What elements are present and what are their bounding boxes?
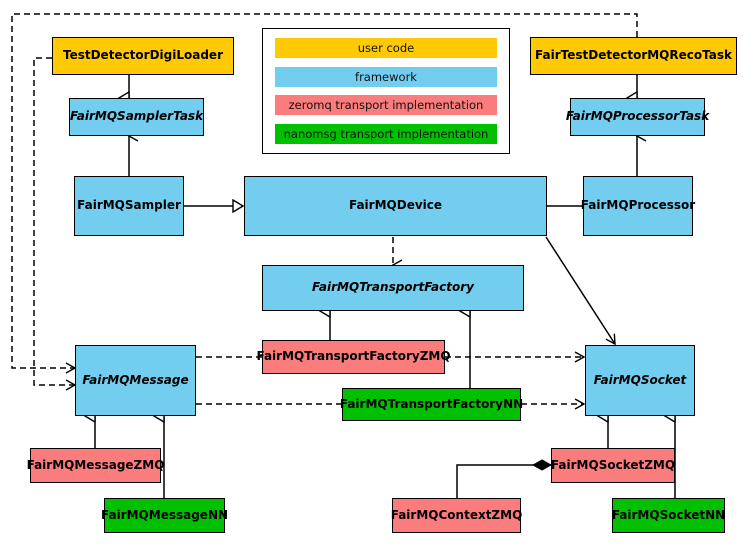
node-test-detector-digi-loader[interactable]: TestDetectorDigiLoader: [52, 37, 234, 75]
node-fairmq-sampler-task[interactable]: FairMQSamplerTask: [69, 98, 204, 136]
node-fairmq-sampler[interactable]: FairMQSampler: [74, 176, 184, 236]
legend-item-user-code: user code: [275, 37, 497, 58]
node-fairmq-context-zmq[interactable]: FairMQContextZMQ: [391, 498, 522, 533]
node-fairmq-processor[interactable]: FairMQProcessor: [581, 176, 695, 236]
node-fairmq-message-nn[interactable]: FairMQMessageNN: [101, 498, 228, 533]
node-fairmq-message[interactable]: FairMQMessage: [75, 345, 196, 416]
node-fairmq-socket-nn[interactable]: FairMQSocketNN: [612, 498, 725, 533]
legend-label-nanomsg: nanomsg transport implementation: [283, 127, 489, 142]
node-fairmq-message-zmq[interactable]: FairMQMessageZMQ: [27, 448, 164, 483]
node-fairmq-socket[interactable]: FairMQSocket: [585, 345, 695, 416]
legend-label-framework: framework: [355, 69, 417, 84]
legend-label-zeromq: zeromq transport implementation: [288, 98, 484, 113]
node-fairmq-processor-task[interactable]: FairMQProcessorTask: [566, 98, 709, 136]
node-fairmq-transport-factory[interactable]: FairMQTransportFactory: [262, 265, 524, 311]
legend-panel: user code framework zeromq transport imp…: [262, 28, 510, 154]
node-fairmq-transport-factory-nn[interactable]: FairMQTransportFactoryNN: [340, 388, 523, 421]
node-fairmq-device[interactable]: FairMQDevice: [244, 176, 547, 236]
legend-item-zeromq: zeromq transport implementation: [275, 95, 497, 116]
node-fair-test-detector-mq-reco-task[interactable]: FairTestDetectorMQRecoTask: [530, 37, 737, 75]
legend-label-user-code: user code: [357, 40, 415, 55]
legend-item-framework: framework: [275, 66, 497, 87]
node-fairmq-socket-zmq[interactable]: FairMQSocketZMQ: [551, 448, 675, 483]
legend-item-nanomsg: nanomsg transport implementation: [275, 124, 497, 145]
node-fairmq-transport-factory-zmq[interactable]: FairMQTransportFactoryZMQ: [256, 340, 451, 374]
